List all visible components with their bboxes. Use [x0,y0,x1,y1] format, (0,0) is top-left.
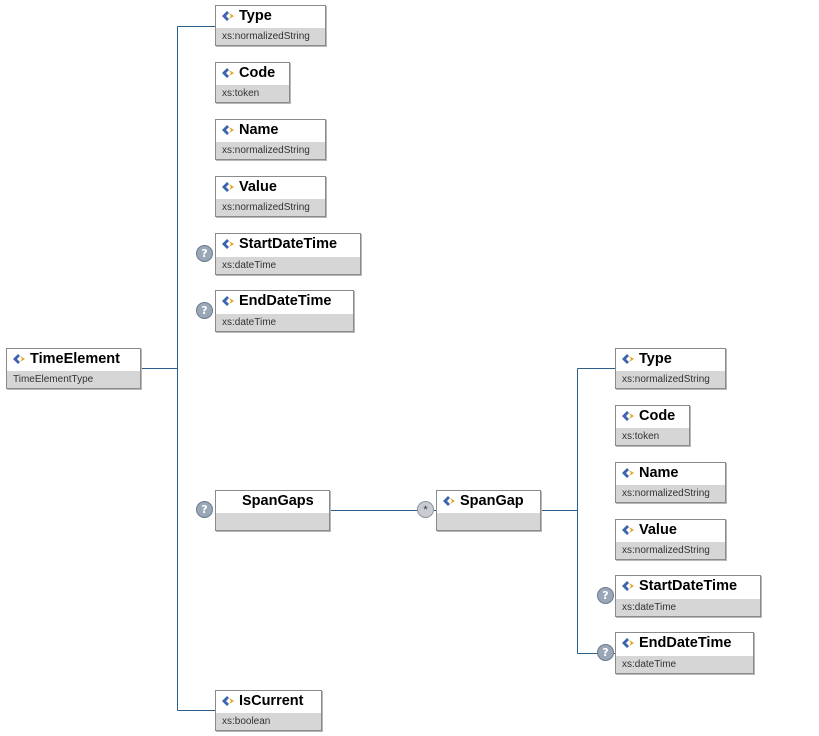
element-type: xs:dateTime [616,656,753,673]
element-type: xs:dateTime [216,257,360,274]
element-value-node[interactable]: Value xs:normalizedString [215,176,326,217]
element-type [216,513,329,530]
element-name: EndDateTime [239,293,332,309]
element-name: Type [239,8,272,24]
element-type: xs:normalizedString [616,371,725,388]
spangap-name-node[interactable]: Name xs:normalizedString [615,462,726,503]
element-icon [222,239,234,249]
element-type: xs:boolean [216,713,321,730]
element-name: Name [639,465,679,481]
spangap-enddatetime-node[interactable]: EndDateTime xs:dateTime [615,632,754,674]
element-type: xs:dateTime [616,599,760,616]
element-name: StartDateTime [239,236,338,252]
element-name: IsCurrent [239,693,304,709]
element-type: xs:dateTime [216,314,353,331]
element-icon [222,68,234,78]
element-type-node[interactable]: Type xs:normalizedString [215,5,326,46]
element-type: xs:normalizedString [616,485,725,502]
element-name: Value [639,522,677,538]
element-name: Name [239,122,279,138]
optional-icon: ? [196,302,213,319]
repeat-icon: * [417,501,434,518]
element-name: StartDateTime [639,578,738,594]
element-enddatetime-node[interactable]: EndDateTime xs:dateTime [215,290,354,332]
element-name: EndDateTime [639,635,732,651]
element-name-node[interactable]: Name xs:normalizedString [215,119,326,160]
element-icon [222,125,234,135]
element-icon [622,525,634,535]
element-name: TimeElement [30,351,120,367]
element-type: xs:normalizedString [216,142,325,159]
element-spangaps-node[interactable]: SpanGaps [215,490,330,531]
element-name: Value [239,179,277,195]
element-code-node[interactable]: Code xs:token [215,62,290,103]
element-icon [622,638,634,648]
element-type [437,513,540,530]
element-spangap-node[interactable]: SpanGap [436,490,541,531]
element-name: Code [639,408,676,424]
element-icon [222,696,234,706]
element-icon [222,296,234,306]
spangap-startdatetime-node[interactable]: StartDateTime xs:dateTime [615,575,761,617]
element-name: Code [239,65,276,81]
element-iscurrent-node[interactable]: IsCurrent xs:boolean [215,690,322,731]
optional-icon: ? [196,501,213,518]
element-icon [622,468,634,478]
element-icon [443,496,455,506]
spangap-type-node[interactable]: Type xs:normalizedString [615,348,726,389]
element-type: xs:normalizedString [216,199,325,216]
element-icon [222,11,234,21]
element-icon [622,354,634,364]
element-icon [622,581,634,591]
element-startdatetime-node[interactable]: StartDateTime xs:dateTime [215,233,361,275]
root-element[interactable]: TimeElement TimeElementType [6,348,141,389]
element-name: SpanGap [460,493,524,509]
element-type: TimeElementType [7,371,140,388]
optional-icon: ? [597,587,614,604]
optional-icon: ? [196,245,213,262]
spangap-code-node[interactable]: Code xs:token [615,405,690,446]
element-type: xs:token [616,428,689,445]
element-icon [222,182,234,192]
element-type: xs:token [216,85,289,102]
optional-icon: ? [597,644,614,661]
element-name: Type [639,351,672,367]
spangap-value-node[interactable]: Value xs:normalizedString [615,519,726,560]
element-name: SpanGaps [242,493,314,509]
element-icon [622,411,634,421]
element-type: xs:normalizedString [216,28,325,45]
element-type: xs:normalizedString [616,542,725,559]
element-icon [13,354,25,364]
